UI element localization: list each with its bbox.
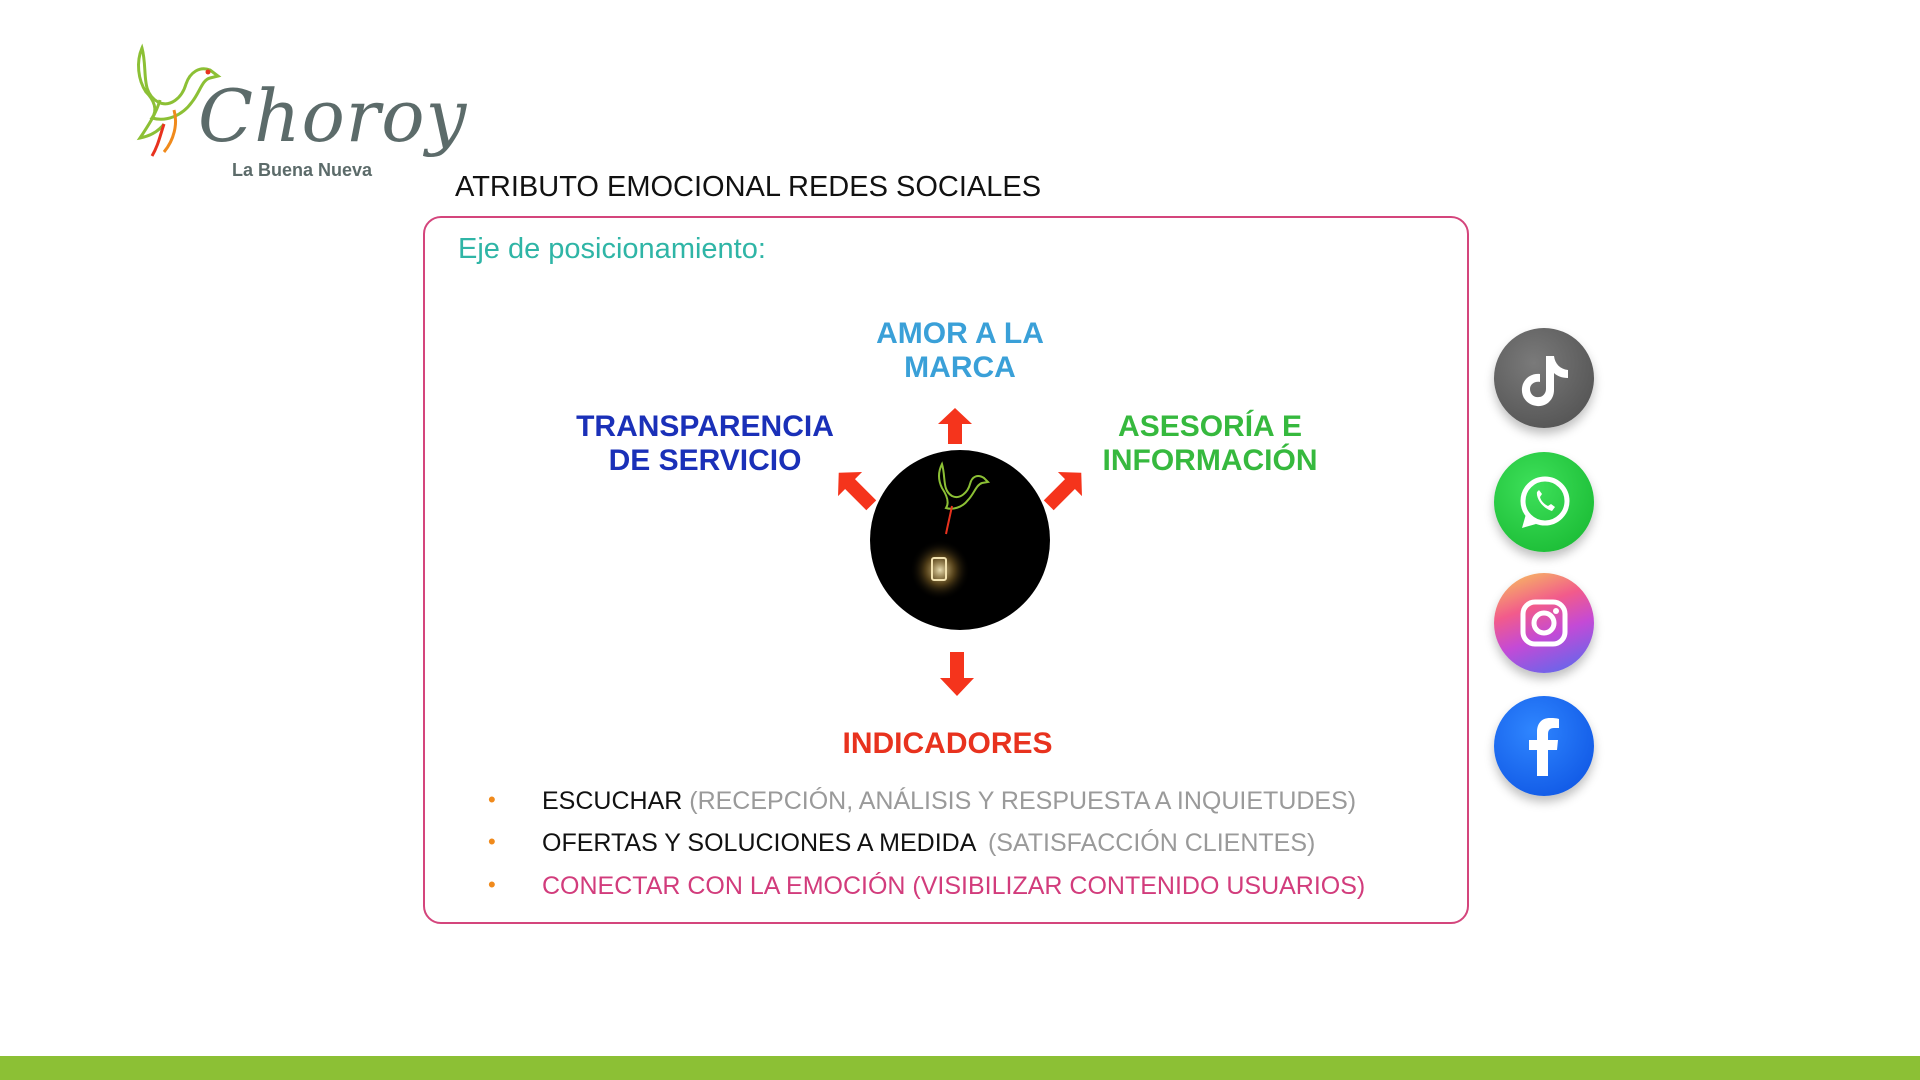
whatsapp-icon	[1520, 476, 1570, 528]
instagram-button[interactable]	[1494, 573, 1594, 673]
indicator-main-text: OFERTAS Y SOLUCIONES A MEDIDA	[542, 829, 976, 857]
tiktok-icon	[1521, 356, 1568, 407]
indicator-main-text: ESCUCHAR	[542, 787, 683, 815]
arrow-up-right-icon	[1043, 472, 1082, 511]
instagram-icon	[1520, 599, 1568, 647]
bottom-bar	[0, 1056, 1920, 1080]
facebook-button[interactable]	[1494, 696, 1594, 796]
whatsapp-button[interactable]	[1494, 452, 1594, 552]
facebook-icon	[1529, 718, 1559, 776]
indicators-title: INDICADORES	[842, 727, 1053, 760]
center-brand-image	[870, 450, 1050, 630]
bullet-icon: •	[488, 872, 496, 897]
attribute-right: ASESORÍA E INFORMACIÓN	[1102, 410, 1318, 477]
indicator-main-text: CONECTAR CON LA EMOCIÓN (VISIBILIZAR CON…	[542, 872, 1366, 900]
bullet-icon: •	[488, 787, 496, 812]
attribute-left: TRANSPARENCIA DE SERVICIO	[576, 410, 834, 477]
tiktok-button[interactable]	[1494, 328, 1594, 428]
bird-logo-icon	[136, 43, 222, 157]
logo-tagline: La Buena Nueva	[232, 160, 373, 180]
attribute-top: AMOR A LA MARCA	[876, 317, 1044, 384]
section-subtitle: Eje de posicionamiento:	[458, 233, 766, 265]
indicator-detail-text: (SATISFACCIÓN CLIENTES)	[987, 829, 1316, 857]
content-frame	[423, 216, 1469, 924]
indicator-detail-text: (RECEPCIÓN, ANÁLISIS Y RESPUESTA A INQUI…	[689, 787, 1357, 815]
choroy-logo: Choroy La Buena Nueva	[130, 40, 466, 190]
logo-wordmark: Choroy	[198, 74, 468, 158]
arrow-down-icon	[940, 652, 974, 696]
arrow-up-left-icon	[838, 472, 877, 511]
page-title: ATRIBUTO EMOCIONAL REDES SOCIALES	[455, 171, 1042, 203]
arrow-up-icon	[938, 408, 972, 444]
bullet-icon: •	[488, 829, 496, 854]
